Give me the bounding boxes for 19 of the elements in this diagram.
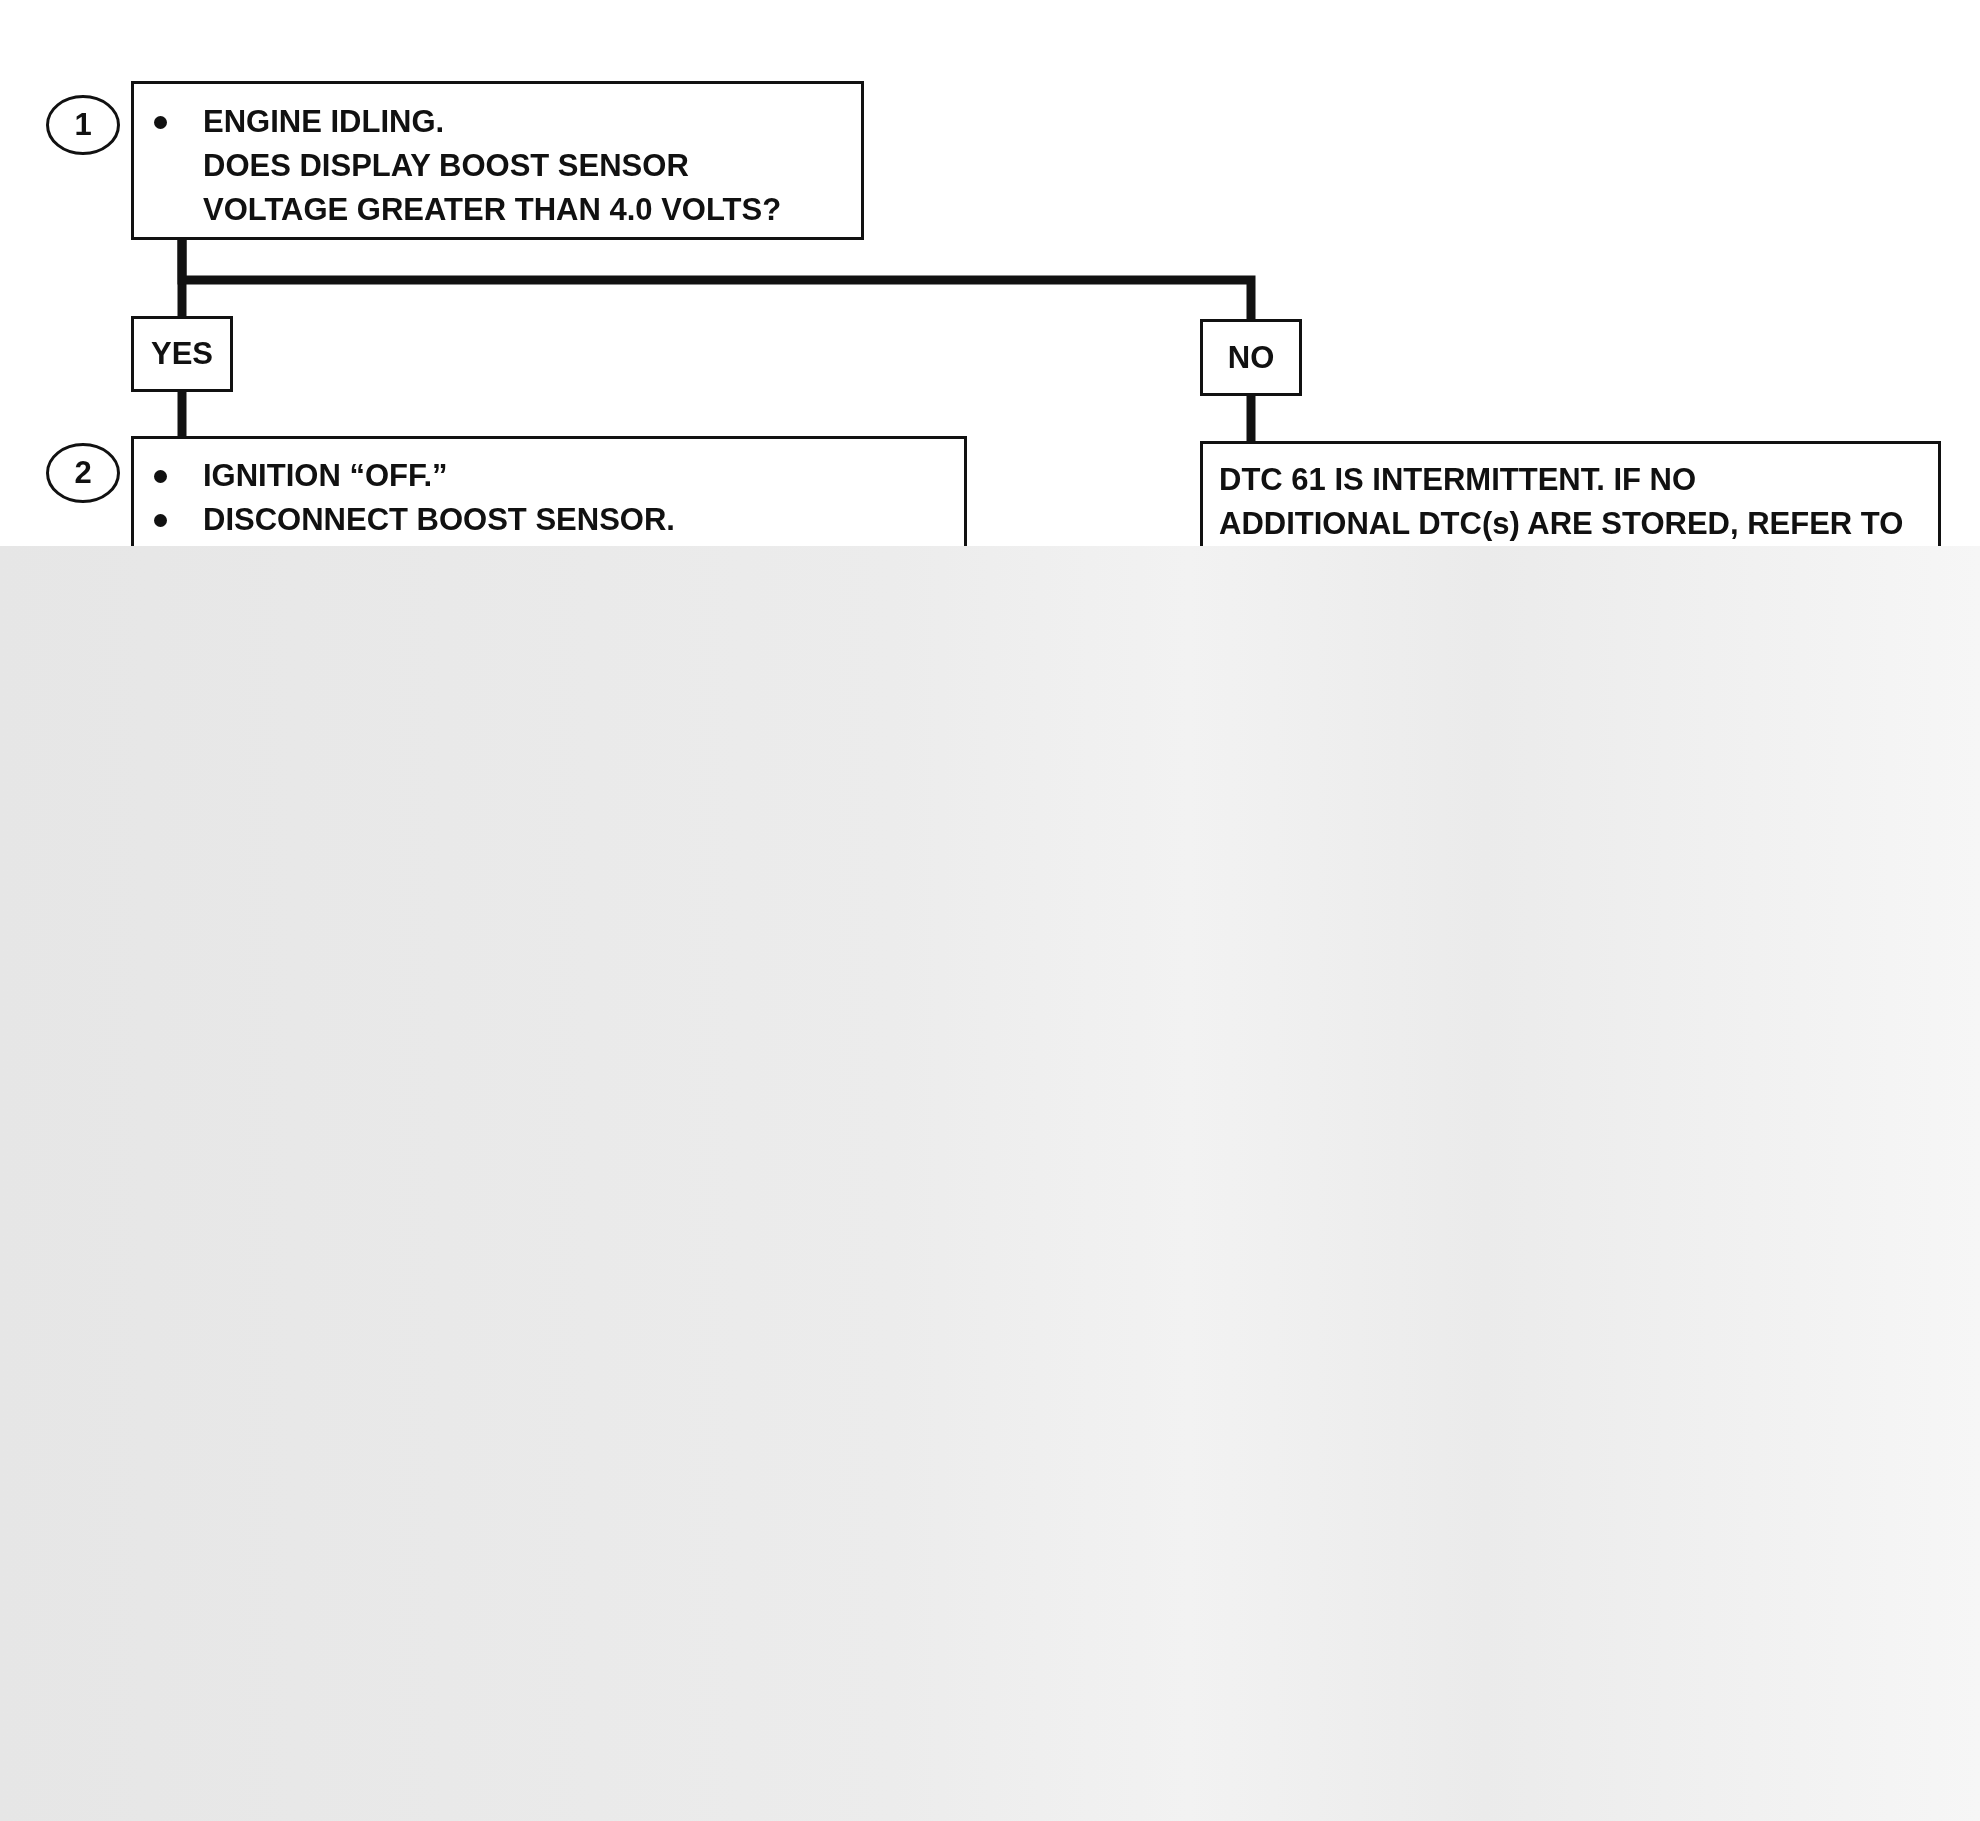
connector-line (177, 240, 1256, 319)
connector-line (177, 392, 187, 436)
branch-box (1200, 319, 1302, 396)
step-number-circle (46, 443, 120, 503)
step-number: 2 (74, 455, 92, 491)
branch-label: NO (1227, 338, 1275, 377)
instruction-box (1200, 441, 1941, 546)
instruction-text: ENGINE IDLING. (203, 103, 446, 141)
instruction-box (131, 436, 967, 546)
instruction-text: DISCONNECT BOOST SENSOR. (203, 501, 676, 539)
instruction-text: DTC 61 IS INTERMITTENT. IF NO ADDITIONAL DTC(s) ARE STORED, REFER TO (1219, 461, 1905, 543)
branch-label: YES (151, 335, 213, 373)
instruction-box (131, 81, 864, 240)
instruction-text: IGNITION “OFF.” (203, 457, 449, 495)
connector-line (1246, 396, 1256, 441)
step-number: 1 (74, 107, 92, 143)
instruction-text: DOES DISPLAY BOOST SENSOR VOLTAGE GREATER THAN 4.0 VOLTS? (203, 147, 783, 229)
step-number-circle (46, 95, 120, 155)
branch-box (131, 316, 233, 392)
